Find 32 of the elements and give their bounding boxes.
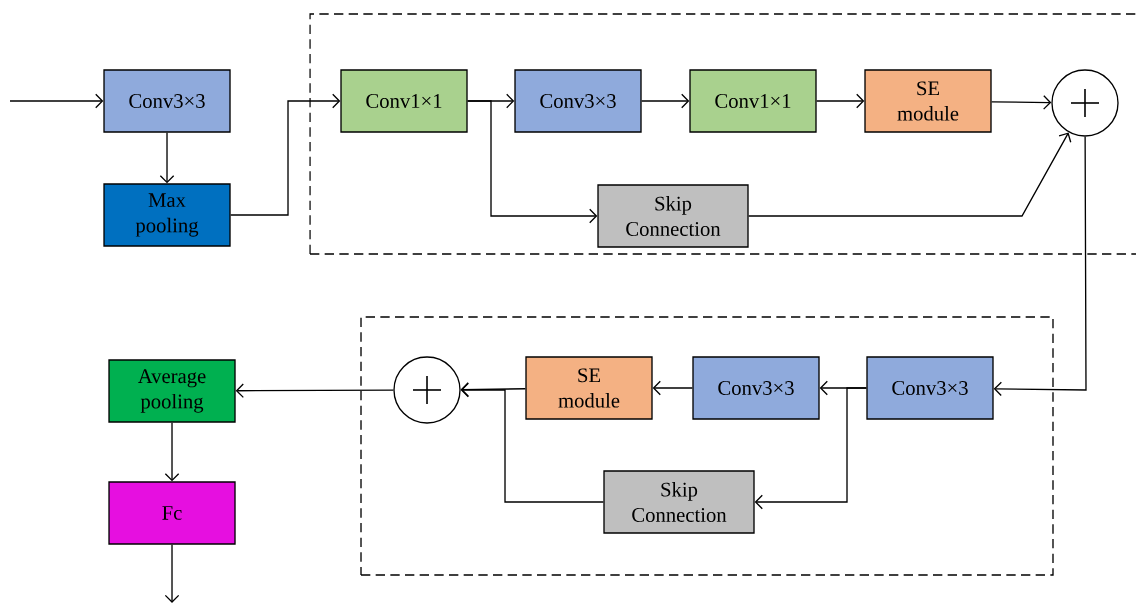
dashed-block-frame — [360, 316, 1054, 576]
arrow — [164, 544, 180, 603]
skip-connection-box: Skip Connection — [603, 470, 755, 534]
dashed-block-frame — [309, 13, 1136, 255]
arrow — [460, 382, 604, 503]
arrow — [816, 93, 865, 109]
conv-box: Conv3×3 — [866, 356, 994, 420]
arrow — [9, 93, 104, 109]
arrow — [991, 95, 1052, 110]
pooling-box: Max pooling — [103, 183, 231, 247]
arrow — [748, 132, 1072, 217]
arrow — [159, 132, 175, 184]
pooling-box: Average pooling — [108, 359, 236, 423]
arrow — [641, 93, 690, 109]
conv-box: Conv1×1 — [689, 69, 817, 133]
arrow — [754, 387, 867, 510]
arrow — [467, 100, 598, 224]
skip-connection-box: Skip Connection — [597, 184, 749, 248]
addition-circle — [393, 356, 461, 424]
conv-box: Conv3×3 — [692, 356, 820, 420]
fc-box: Fc — [108, 481, 236, 545]
conv-box: Conv3×3 — [514, 69, 642, 133]
arrow — [164, 422, 180, 482]
conv-box: Conv1×1 — [340, 69, 468, 133]
se-module-box: SE module — [525, 356, 653, 420]
arrow — [235, 383, 394, 399]
conv-box: Conv3×3 — [103, 69, 231, 133]
addition-circle — [1051, 69, 1119, 137]
arrow — [652, 380, 693, 396]
arrow — [230, 93, 341, 216]
arrow — [993, 136, 1087, 397]
se-module-box: SE module — [864, 69, 992, 133]
